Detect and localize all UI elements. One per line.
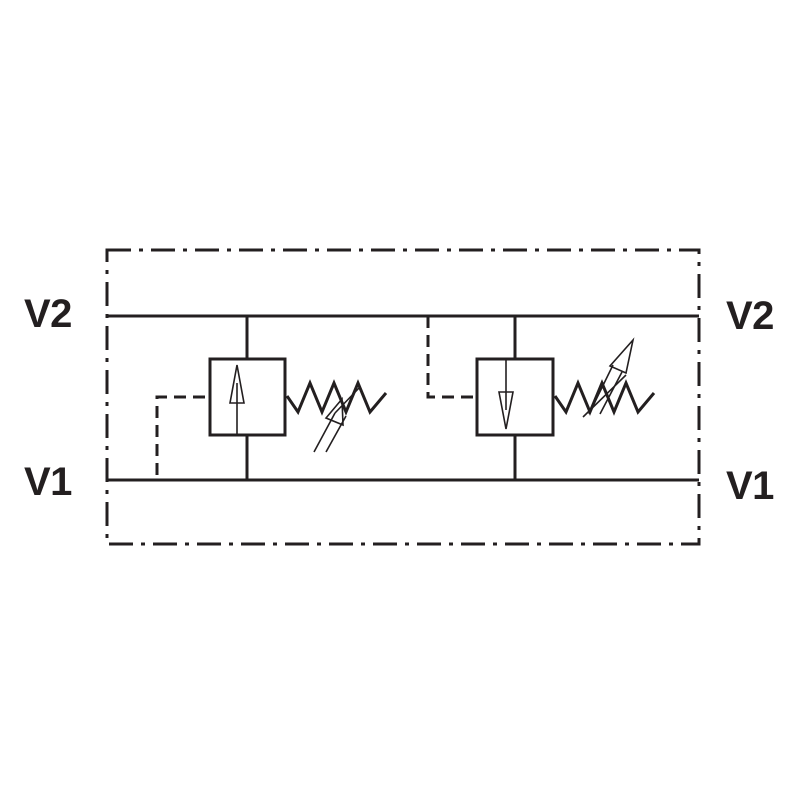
block-enclosure [105,248,701,546]
relief-valve-right [426,316,656,480]
pilot-line-right [426,316,477,399]
spring-icon [285,379,388,416]
valve-body-left [208,357,287,437]
pilot-line-left [155,395,210,475]
relief-valve-left [155,316,388,480]
valve-body-right [475,357,555,437]
port-label-v2-right: V2 [726,294,774,338]
adjustable-arrow-icon [582,337,635,418]
port-label-v1-right: V1 [726,464,774,508]
flow-arrow-down-icon [498,391,514,430]
port-label-v2-left: V2 [24,292,72,336]
spring-icon [553,379,656,416]
port-label-v1-left: V1 [24,460,72,504]
adjustable-arrow-icon [313,386,361,453]
flow-arrow-up-icon [229,364,245,404]
